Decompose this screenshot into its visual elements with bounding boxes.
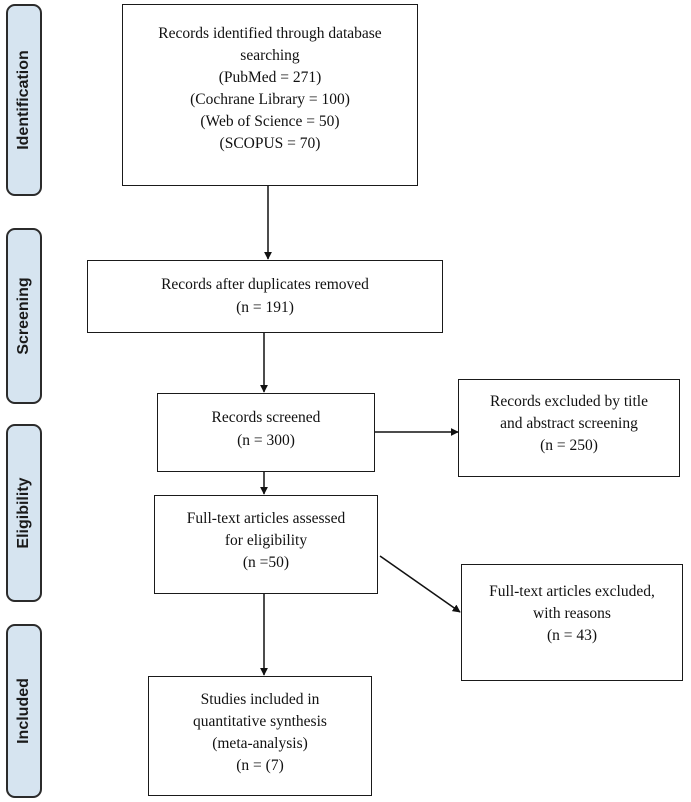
box-records-screened: Records screened (n = 300) — [157, 393, 375, 472]
included-line-2: quantitative synthesis — [193, 713, 327, 730]
excluded-title-line-1: Records excluded by title — [490, 393, 648, 410]
excluded-title-line-3: (n = 250) — [540, 437, 598, 454]
phase-eligibility: Eligibility — [6, 424, 42, 602]
phase-identification: Identification — [6, 4, 42, 196]
phase-included: Included — [6, 624, 42, 798]
identified-line-6: (SCOPUS = 70) — [219, 135, 321, 152]
phase-screening: Screening — [6, 228, 42, 404]
identified-line-2: searching — [240, 47, 300, 64]
box-duplicates-removed: Records after duplicates removed (n = 19… — [87, 260, 443, 333]
identified-line-5: (Web of Science = 50) — [200, 113, 340, 130]
duplicates-line-2: (n = 191) — [236, 299, 294, 316]
identified-line-3: (PubMed = 271) — [218, 69, 322, 86]
box-fulltext-excluded: Full-text articles excluded, with reason… — [461, 564, 683, 681]
screened-line-1: Records screened — [211, 409, 321, 426]
included-line-3: (meta-analysis) — [212, 735, 308, 752]
fulltext-assessed-line-1: Full-text articles assessed — [186, 510, 346, 527]
box-fulltext-assessed: Full-text articles assessed for eligibil… — [154, 495, 378, 594]
fulltext-assessed-line-3: (n =50) — [242, 554, 290, 571]
screened-line-2: (n = 300) — [237, 432, 295, 449]
identified-line-4: (Cochrane Library = 100) — [190, 91, 350, 108]
fulltext-excluded-line-2: with reasons — [533, 605, 611, 622]
box-records-excluded: Records excluded by title and abstract s… — [458, 379, 680, 477]
duplicates-line-1: Records after duplicates removed — [161, 276, 369, 293]
fulltext-excluded-line-1: Full-text articles excluded, — [489, 583, 655, 600]
fulltext-excluded-line-3: (n = 43) — [546, 627, 598, 644]
identified-line-1: Records identified through database — [158, 25, 382, 42]
box-records-identified: Records identified through database sear… — [122, 4, 418, 186]
arrow-fulltext-to-excluded — [379, 555, 461, 613]
fulltext-assessed-line-2: for eligibility — [224, 532, 308, 549]
included-line-4: (n = (7) — [236, 757, 284, 774]
included-line-1: Studies included in — [200, 691, 320, 708]
box-studies-included: Studies included in quantitative synthes… — [148, 676, 372, 796]
excluded-title-line-2: and abstract screening — [500, 415, 638, 432]
